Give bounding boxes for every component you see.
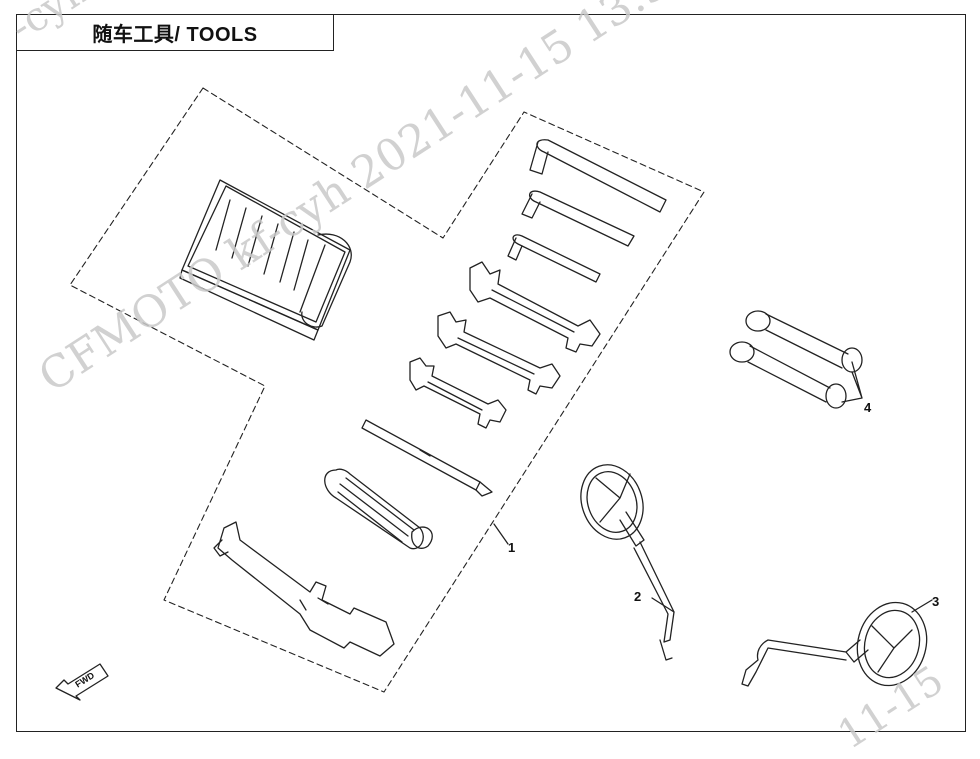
spark-plug-wrench-icon	[213, 521, 395, 657]
wrench-small-icon	[409, 357, 507, 429]
tool-bag-icon	[179, 179, 352, 341]
callout-3: 3	[932, 594, 939, 609]
wrench-large-icon	[469, 261, 601, 353]
callout-1: 1	[508, 540, 515, 555]
tyre-lever-lower-icon	[729, 341, 847, 409]
diagram-title: 随车工具/ TOOLS	[16, 14, 334, 51]
leader-line-4	[841, 361, 863, 403]
hex-key-large-icon	[529, 139, 667, 213]
leader-line-3	[911, 599, 933, 613]
leader-line-2	[651, 597, 675, 613]
fwd-arrow-icon	[55, 663, 109, 701]
mirror-right-icon	[741, 601, 928, 687]
fwd-label: FWD	[73, 670, 96, 690]
hex-key-small-icon	[507, 234, 601, 283]
callout-4: 4	[864, 400, 872, 415]
wrench-medium-icon	[437, 311, 561, 395]
leader-line-1	[493, 523, 509, 545]
hex-key-medium-icon	[521, 190, 635, 247]
toolkit-boundary	[69, 87, 705, 693]
tyre-lever-upper-icon	[745, 310, 863, 373]
callout-2: 2	[634, 589, 641, 604]
drawing-frame	[16, 14, 966, 732]
screwdriver-blade-icon	[361, 419, 493, 497]
screwdriver-handle-icon	[324, 468, 433, 550]
mirror-left-icon	[580, 464, 675, 661]
